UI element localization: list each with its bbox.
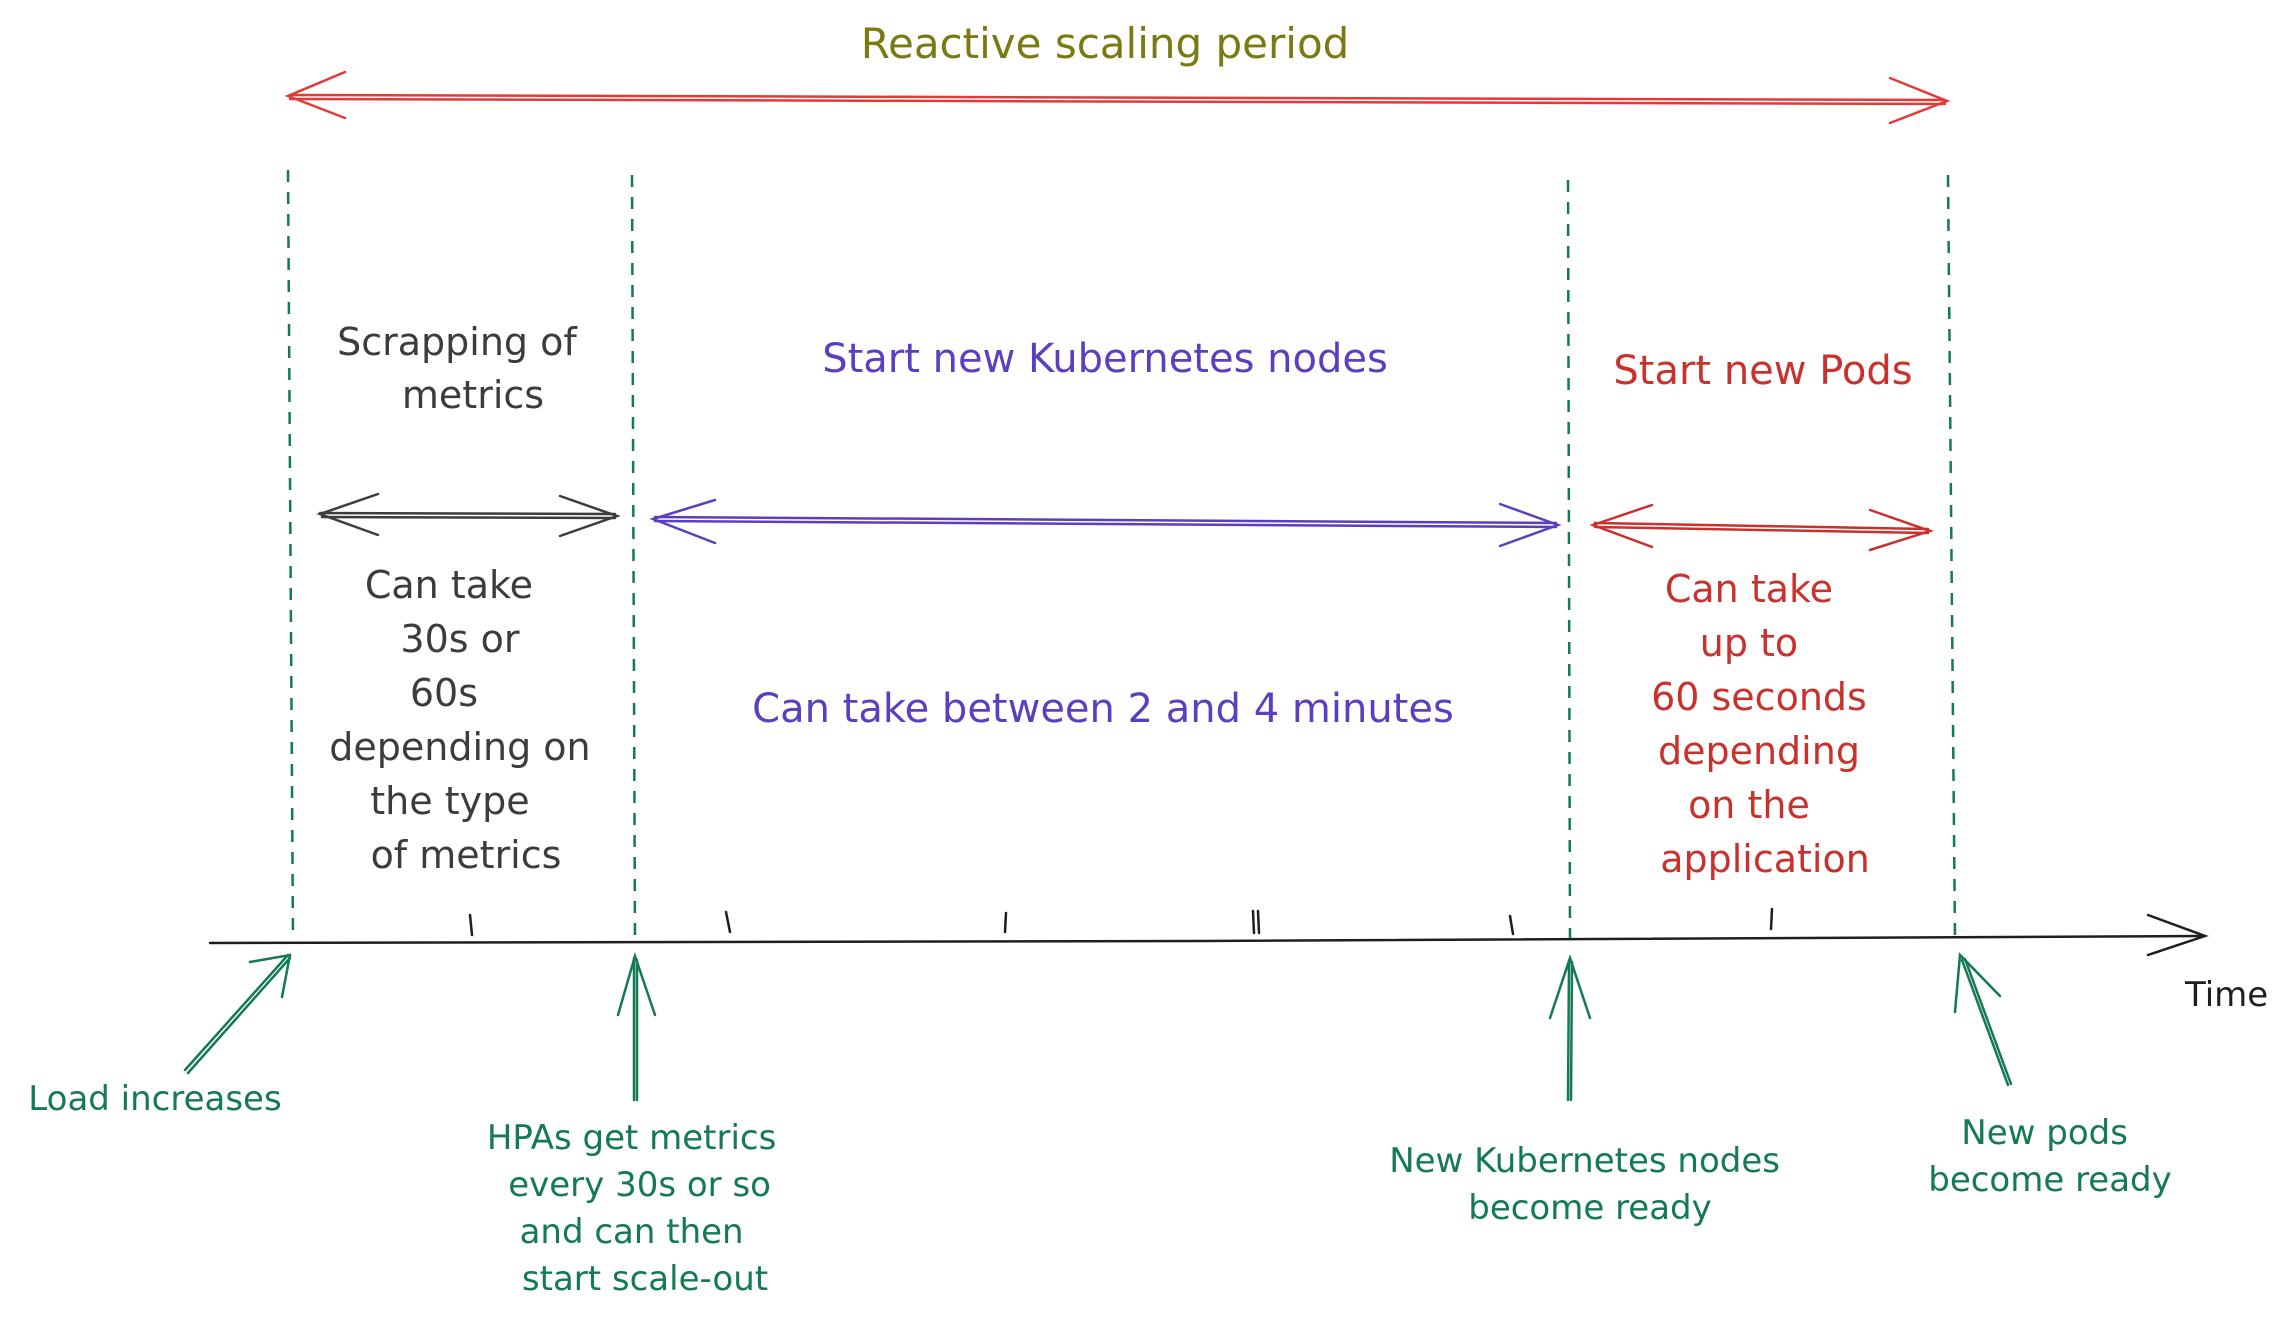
phase-metrics-heading-line: Scrapping of bbox=[337, 320, 578, 364]
event-pods-arrow bbox=[1953, 952, 2013, 1087]
event-hpa-label-line: start scale-out bbox=[522, 1259, 768, 1299]
event-hpa-arrow bbox=[616, 951, 657, 1102]
phase-pods-detail-line: 60 seconds bbox=[1651, 675, 1867, 719]
phase-nodes-heading-line: Start new Kubernetes nodes bbox=[822, 336, 1388, 382]
boundary-load-increase bbox=[286, 169, 295, 941]
phase-metrics: Scrapping of metrics Can take 30s or 60s… bbox=[316, 320, 621, 877]
event-hpa-label-line: every 30s or so bbox=[508, 1165, 771, 1205]
event-pods-ready: New pods become ready bbox=[1928, 952, 2172, 1200]
event-load-label-line: Load increases bbox=[28, 1079, 281, 1119]
phase-nodes: Start new Kubernetes nodes Can take betw… bbox=[649, 336, 1562, 732]
phase-metrics-detail-line: Can take bbox=[365, 563, 533, 607]
event-load-label: Load increases bbox=[28, 1079, 281, 1119]
phase-nodes-heading: Start new Kubernetes nodes bbox=[822, 336, 1388, 382]
event-hpa-metrics: HPAs get metrics every 30s or so and can… bbox=[487, 951, 787, 1299]
phase-pods-heading: Start new Pods bbox=[1613, 348, 1912, 394]
phase-pods-detail-line: on the bbox=[1688, 783, 1810, 827]
phase-metrics-detail-line: 30s or bbox=[400, 617, 519, 661]
event-pods-label: New pods become ready bbox=[1928, 1113, 2172, 1200]
phase-pods-arrow bbox=[1589, 503, 1934, 552]
phase-nodes-detail-line: Can take between 2 and 4 minutes bbox=[752, 686, 1454, 732]
boundary-pods-ready bbox=[1946, 174, 1957, 941]
time-axis-label: Time bbox=[2184, 975, 2268, 1015]
phase-metrics-heading-line: metrics bbox=[402, 373, 544, 417]
boundary-hpa-metrics bbox=[630, 174, 637, 946]
phase-metrics-detail-line: 60s bbox=[410, 671, 478, 715]
phase-nodes-arrow bbox=[649, 498, 1562, 548]
phase-pods-detail-line: application bbox=[1660, 837, 1870, 881]
phase-pods-detail: Can take up to 60 seconds depending on t… bbox=[1651, 567, 1879, 881]
event-nodes-ready: New Kubernetes nodes become ready bbox=[1389, 954, 1791, 1228]
phase-pods: Start new Pods Can take up to 60 seconds… bbox=[1589, 348, 1934, 881]
time-axis bbox=[208, 907, 2209, 957]
event-nodes-label-line: become ready bbox=[1468, 1188, 1712, 1228]
diagram-title: Reactive scaling period bbox=[861, 19, 1350, 68]
event-nodes-label-line: New Kubernetes nodes bbox=[1389, 1141, 1780, 1181]
event-nodes-label: New Kubernetes nodes become ready bbox=[1389, 1141, 1791, 1228]
phase-metrics-arrow bbox=[316, 492, 621, 538]
phase-boundaries bbox=[286, 169, 1957, 946]
phase-pods-detail-line: up to bbox=[1700, 621, 1798, 665]
phase-metrics-detail-line: the type bbox=[370, 779, 529, 823]
phase-metrics-detail-line: depending on bbox=[329, 725, 590, 769]
event-load-increases: Load increases bbox=[28, 953, 292, 1119]
phase-metrics-detail: Can take 30s or 60s depending on the typ… bbox=[329, 563, 602, 877]
boundary-nodes-ready bbox=[1566, 179, 1572, 941]
phase-pods-heading-line: Start new Pods bbox=[1613, 348, 1912, 394]
event-hpa-label-line: HPAs get metrics bbox=[487, 1118, 777, 1158]
phase-pods-detail-line: depending bbox=[1658, 729, 1860, 773]
phase-metrics-heading: Scrapping of metrics bbox=[337, 320, 589, 417]
event-pods-label-line: New pods bbox=[1961, 1113, 2128, 1153]
event-load-arrow bbox=[183, 953, 292, 1075]
phase-metrics-detail-line: of metrics bbox=[371, 833, 562, 877]
event-hpa-label-line: and can then bbox=[520, 1212, 744, 1252]
phase-nodes-detail: Can take between 2 and 4 minutes bbox=[752, 686, 1454, 732]
event-pods-label-line: become ready bbox=[1928, 1160, 2172, 1200]
event-nodes-arrow bbox=[1548, 954, 1592, 1102]
phase-pods-detail-line: Can take bbox=[1665, 567, 1833, 611]
event-hpa-label: HPAs get metrics every 30s or so and can… bbox=[487, 1118, 787, 1299]
reactive-period-arrow bbox=[284, 70, 1951, 125]
